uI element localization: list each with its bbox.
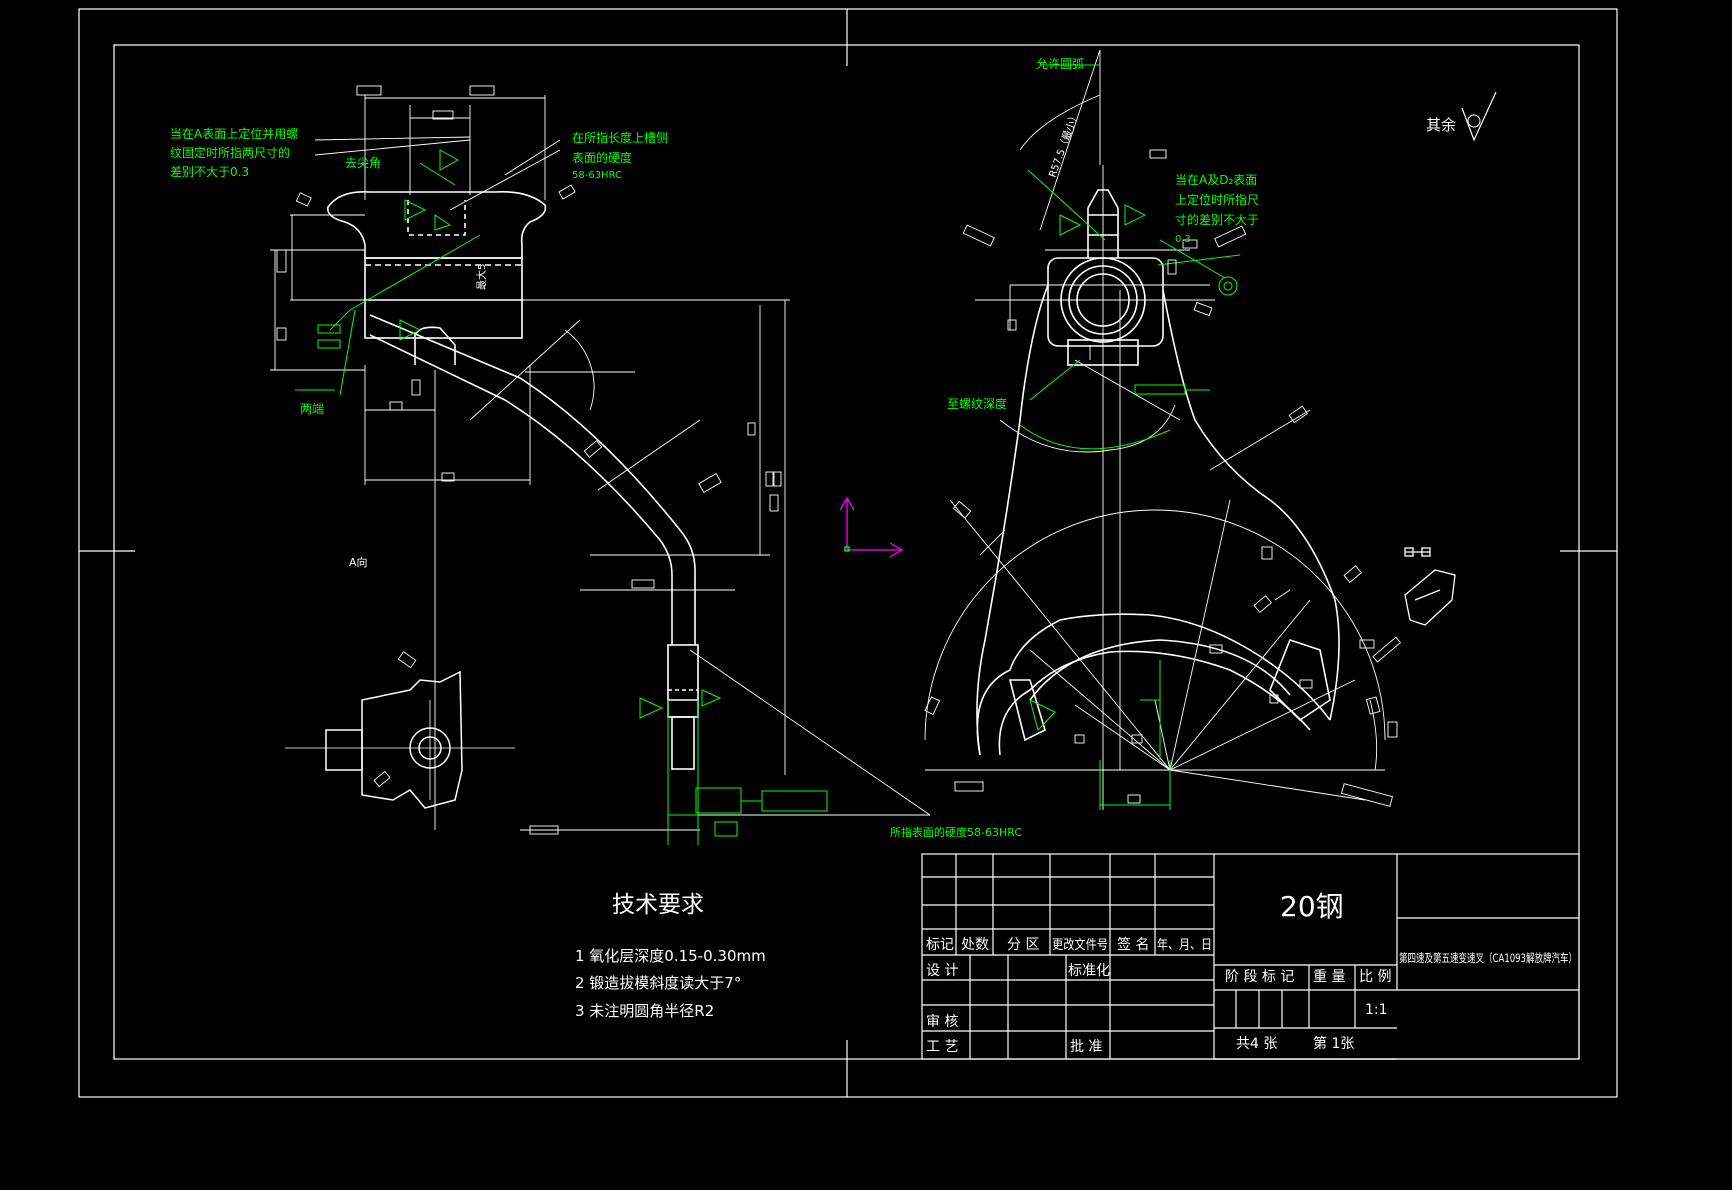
right-view-green-marks xyxy=(1019,64,1241,810)
both-ends-label: 两端 xyxy=(300,402,324,416)
slot-note-line1: 在所指长度上槽侧 xyxy=(572,130,668,145)
tech-requirements-title: 技术要求 xyxy=(612,892,704,918)
thread-depth-label: 至螺纹深度 xyxy=(947,396,1007,411)
sheets-total: 共4 张 xyxy=(1236,1036,1277,1052)
standardize-label: 标准化 xyxy=(1068,963,1110,979)
green-annotations: 当在A表面上定位并用螺 纹固定时所指两尺寸的 差别不大于0.3 去尖角 在所指长… xyxy=(170,56,1259,839)
note-b-line2: 上定位时所指尺 xyxy=(1175,192,1259,207)
tech-requirement-item: 2 锻造拔模斜度读大于7° xyxy=(575,974,741,992)
right-view-dim-boxes xyxy=(924,149,1402,807)
part-name: 第四速及第五速变速叉（CA1093解放牌汽车） xyxy=(1399,951,1577,965)
left-view-dim-boxes xyxy=(276,85,782,835)
approve-label: 批 准 xyxy=(1070,1039,1102,1055)
tech-requirement-item: 3 未注明圆角半径R2 xyxy=(575,1002,714,1020)
scale-value: 1:1 xyxy=(1365,1002,1388,1018)
left-view-green-marks xyxy=(295,149,828,845)
material-label: 20钢 xyxy=(1280,890,1344,923)
left-view-part xyxy=(327,190,699,770)
title-block-text: 20钢 第四速及第五速变速叉（CA1093解放牌汽车） 标记 处数 分 区 更改… xyxy=(926,890,1577,1055)
a-view-label: A向 xyxy=(349,555,368,569)
a-view-part xyxy=(285,651,515,809)
tech-requirements: 技术要求 1 氧化层深度0.15-0.30mm 2 锻造拔模斜度读大于7° 3 … xyxy=(575,892,766,1020)
design-label: 设 计 xyxy=(926,963,958,979)
allow-arc-label: 允许圆弧 xyxy=(1036,56,1084,71)
hardness-bottom-label: 所指表面的硬度58-63HRC xyxy=(890,825,1022,839)
slot-note-line3: 58-63HRC xyxy=(572,170,622,181)
process-label: 工 艺 xyxy=(926,1039,958,1055)
scale-label: 比 例 xyxy=(1359,969,1391,985)
weight-label: 重 量 xyxy=(1313,969,1345,985)
header-count: 处数 xyxy=(961,937,989,953)
fork-tip-detail xyxy=(1404,547,1456,626)
note-a-line3: 差别不大于0.3 xyxy=(170,165,249,179)
left-view-dims xyxy=(270,95,931,831)
note-a-line1: 当在A表面上定位并用螺 xyxy=(170,126,298,141)
ucs-icon xyxy=(839,496,904,558)
max-label: 最大5 xyxy=(475,264,488,290)
note-b-line4: 0.3 xyxy=(1175,234,1191,245)
title-block xyxy=(921,853,1580,1060)
review-label: 审 核 xyxy=(926,1014,958,1030)
remove-sharp-label: 去尖角 xyxy=(345,156,381,170)
header-sign: 签 名 xyxy=(1117,936,1149,953)
roughness-label: 其余 xyxy=(1426,116,1456,134)
tech-requirement-item: 1 氧化层深度0.15-0.30mm xyxy=(575,947,766,965)
note-b-line1: 当在A及D₂表面 xyxy=(1175,173,1257,187)
header-mark: 标记 xyxy=(926,937,954,953)
header-date: 年、月、日 xyxy=(1157,938,1212,953)
roughness-symbol: 其余 xyxy=(1426,91,1497,142)
stage-mark-label: 阶 段 标 记 xyxy=(1225,969,1294,985)
right-view-part xyxy=(976,189,1340,756)
note-a-line2: 纹固定时所指两尺寸的 xyxy=(170,145,290,160)
right-view-construction xyxy=(924,49,1386,810)
sheet-number: 第 1张 xyxy=(1313,1035,1354,1052)
sheet-frame xyxy=(78,8,1618,1098)
header-change-doc: 更改文件号 xyxy=(1052,938,1108,953)
header-zone: 分 区 xyxy=(1007,937,1039,953)
note-b-line3: 寸的差别不大于 xyxy=(1175,212,1259,227)
slot-note-line2: 表面的硬度 xyxy=(572,150,632,165)
